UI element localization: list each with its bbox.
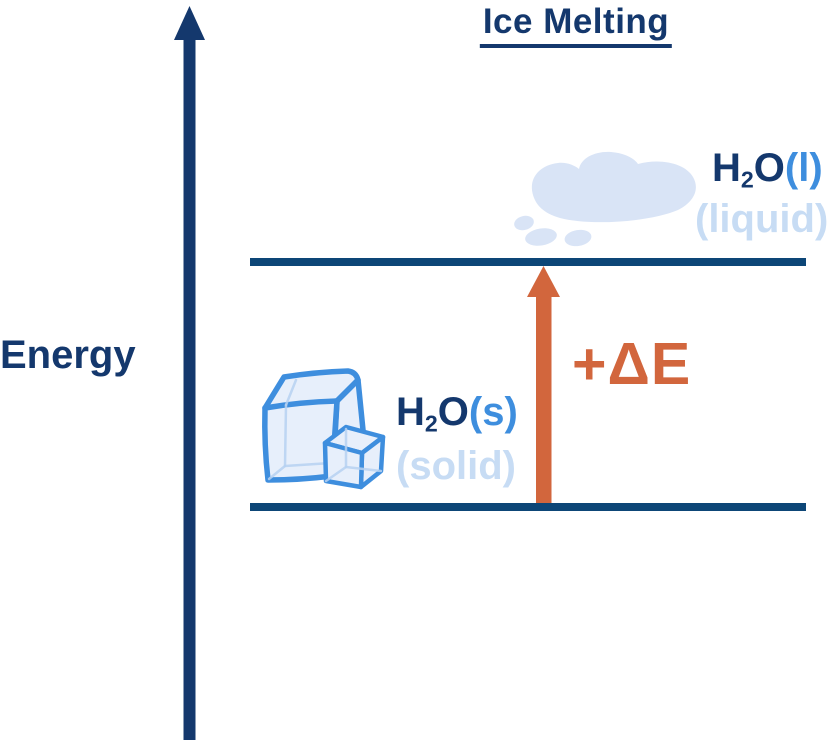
liquid-state-symbol: (l) <box>784 146 823 190</box>
solid-formula-sub: 2 <box>424 410 438 437</box>
solid-formula-o: O <box>437 390 469 434</box>
liquid-state-name: (liquid) <box>695 197 829 241</box>
solid-formula-h: H <box>396 390 425 434</box>
delta-e-label: +ΔE <box>572 331 692 397</box>
liquid-formula-o: O <box>753 146 785 190</box>
upper-level-line <box>250 258 806 266</box>
energy-axis-label: Energy <box>0 333 136 377</box>
solid-formula-label: H2O(s) <box>396 390 518 437</box>
ice-cubes-icon <box>262 368 386 490</box>
delta-e-arrow-icon <box>527 266 560 503</box>
solid-state-name: (solid) <box>396 444 516 488</box>
liquid-formula-label: H2O(l) <box>712 146 823 193</box>
liquid-puddle-icon <box>514 151 696 247</box>
diagram-title: Ice Melting <box>479 2 673 48</box>
liquid-formula-sub: 2 <box>740 166 754 193</box>
liquid-formula-h: H <box>712 146 741 190</box>
energy-axis-arrow-icon <box>174 6 205 740</box>
lower-level-line <box>250 503 806 511</box>
solid-state-symbol: (s) <box>468 390 518 434</box>
